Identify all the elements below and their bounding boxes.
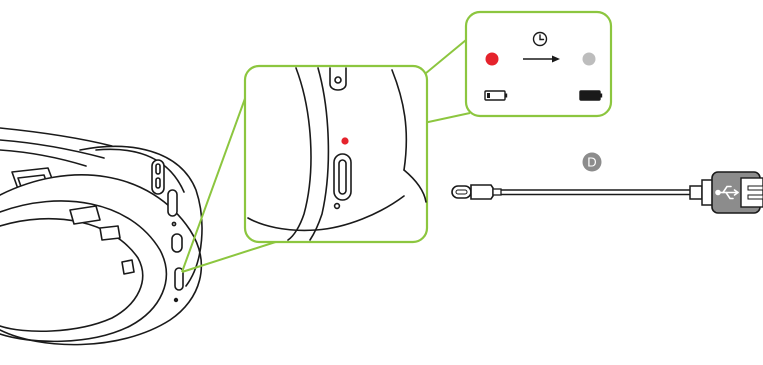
usb-c-connector	[451, 184, 502, 200]
usb-a-connector	[711, 171, 763, 214]
usb-cable	[451, 171, 763, 214]
cable-line	[501, 189, 690, 196]
led-status-box	[464, 10, 613, 118]
battery-low-icon	[484, 90, 508, 101]
inset-led-indicator	[341, 137, 349, 145]
step-badge-label: D	[587, 155, 596, 170]
zoom-inset	[243, 64, 429, 244]
headphone-illustration	[0, 127, 203, 346]
arrow-right-icon	[523, 55, 560, 63]
battery-full-icon	[579, 90, 603, 101]
usb-icon	[715, 185, 739, 200]
clock-icon	[532, 31, 548, 47]
led-charging-dot	[485, 52, 499, 66]
step-badge: D	[582, 152, 602, 172]
led-charged-dot	[582, 52, 596, 66]
